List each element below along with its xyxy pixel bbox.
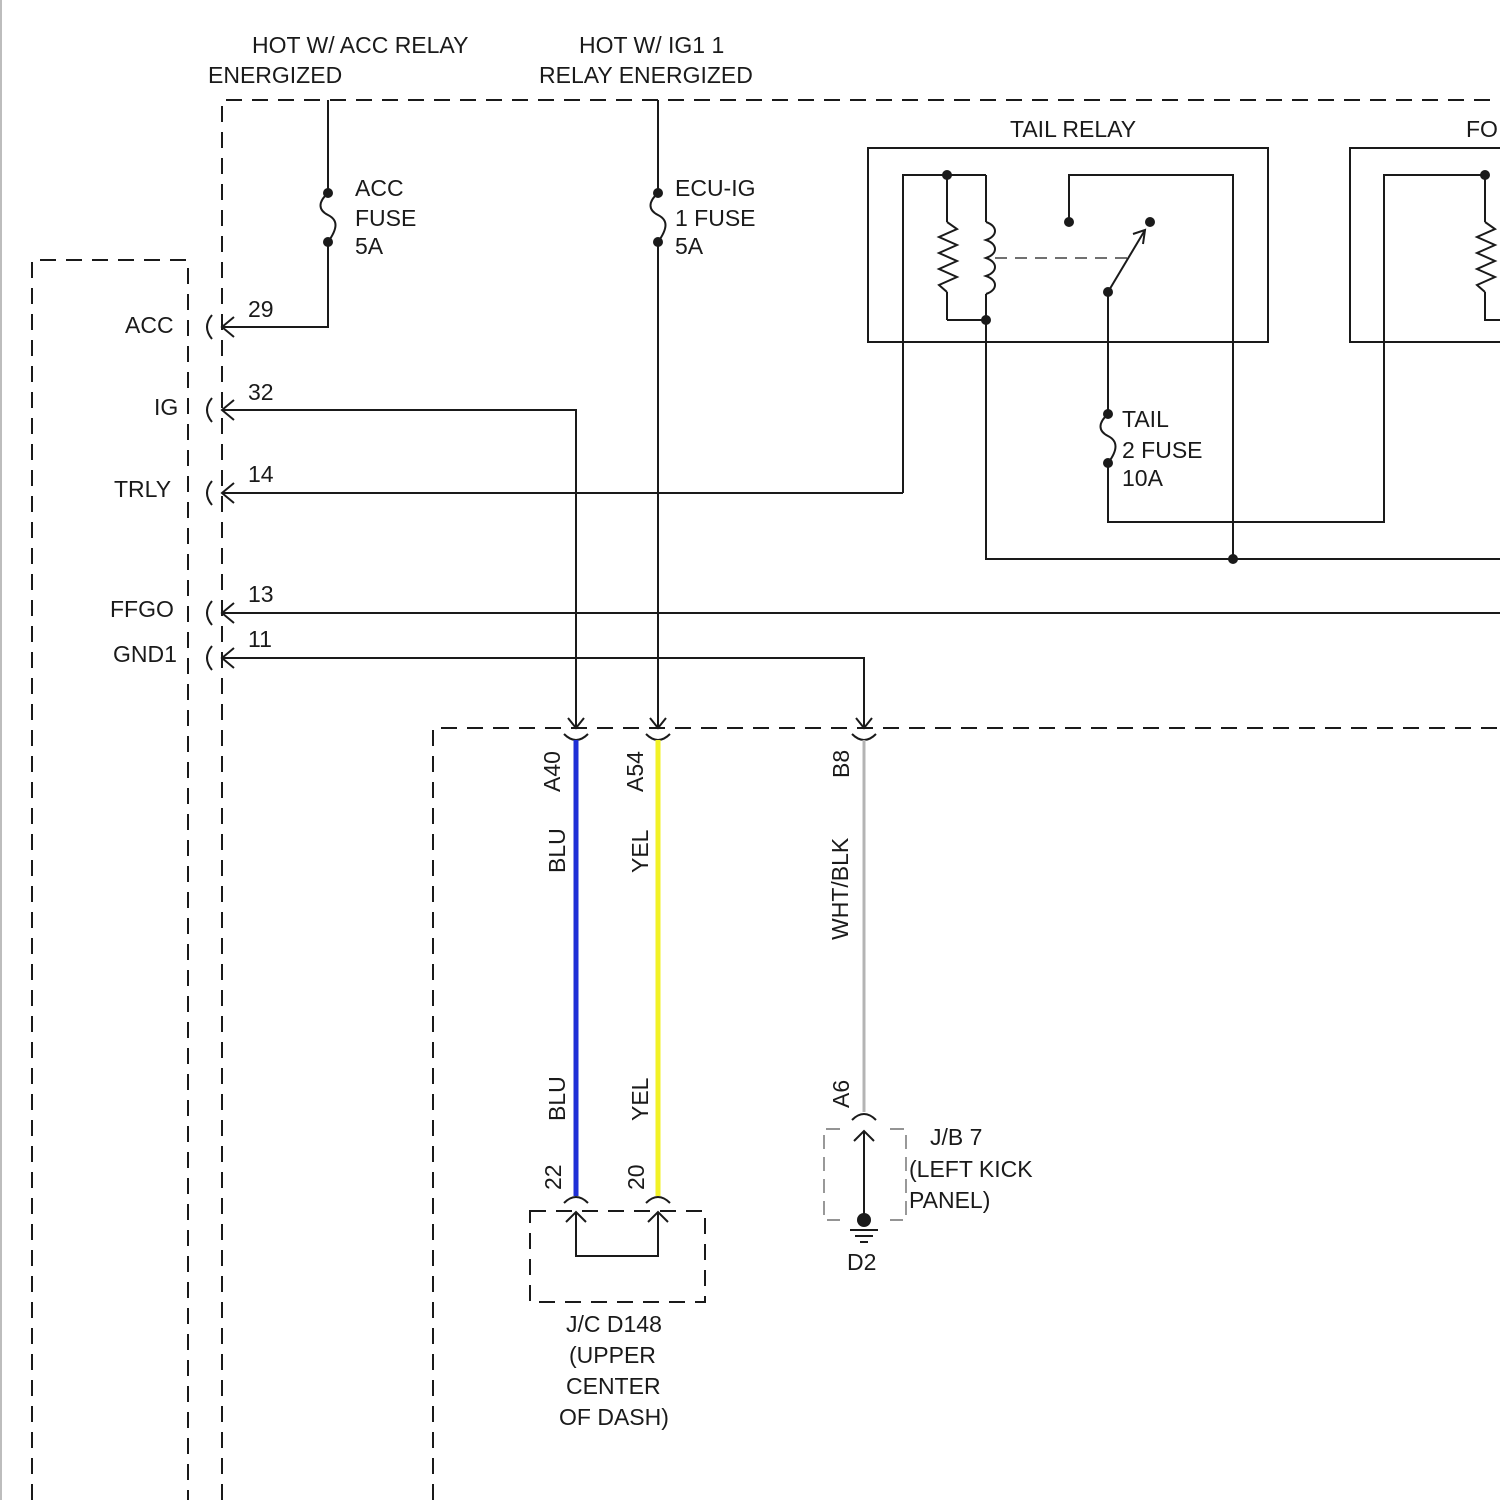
ecu-pin-trly: [207, 481, 903, 505]
ecu-ig-fuse: [650, 100, 666, 728]
ecu-pin-number-11: 11: [248, 626, 272, 652]
wire-label-blu-bottom: BLU: [544, 1076, 570, 1121]
wire-label-yel-top: YEL: [627, 829, 653, 873]
wire-label-yel-bottom: YEL: [627, 1077, 653, 1121]
acc-fuse: [222, 100, 336, 327]
connector-pin-20: 20: [623, 1164, 649, 1190]
ig1-relay-label-1: HOT W/ IG1 1: [579, 32, 724, 58]
acc-fuse-label-3: 5A: [355, 233, 384, 259]
ecu-boundary-inner: [222, 100, 1500, 1500]
junction-connector-d148: [530, 1197, 705, 1302]
ecu-pin-ig: [207, 398, 584, 728]
wire-label-wht-blk: WHT/BLK: [827, 837, 853, 940]
ecu-pin-label-acc: ACC: [125, 312, 174, 338]
partial-relay: [1350, 148, 1500, 342]
ground-icon: [850, 1230, 878, 1242]
tail2-fuse-label-2: 2 FUSE: [1122, 437, 1203, 463]
jb-label-1: J/B 7: [930, 1124, 982, 1150]
ecu-pin-label-gnd1: GND1: [113, 641, 177, 667]
acc-fuse-label-1: ACC: [355, 175, 404, 201]
ecu-ig-fuse-label-1: ECU-IG: [675, 175, 756, 201]
ecu-pin-number-14: 14: [248, 461, 274, 487]
ecu-pin-number-13: 13: [248, 581, 274, 607]
jc-label-4: OF DASH): [559, 1404, 669, 1430]
tail-relay-label: TAIL RELAY: [1010, 116, 1136, 142]
ecu-pin-label-ig: IG: [154, 394, 178, 420]
acc-fuse-label-2: FUSE: [355, 205, 416, 231]
acc-relay-label-1: HOT W/ ACC RELAY: [252, 32, 468, 58]
ecu-pin-gnd1: [207, 646, 872, 728]
jb-label-3: PANEL): [909, 1187, 990, 1213]
tail2-fuse-label-3: 10A: [1122, 465, 1164, 491]
ground-label: D2: [847, 1249, 876, 1275]
connector-a54: A54: [622, 751, 648, 792]
jc-label-1: J/C D148: [566, 1311, 662, 1337]
ecu-boundary-outer: [32, 260, 188, 1500]
ig1-relay-label-2: RELAY ENERGIZED: [539, 62, 753, 88]
jc-label-2: (UPPER: [569, 1342, 656, 1368]
ecu-pin-label-ffgo: FFGO: [110, 596, 174, 622]
ecu-ig-fuse-label-2: 1 FUSE: [675, 205, 756, 231]
ecu-pin-number-32: 32: [248, 379, 274, 405]
connector-a40: A40: [539, 751, 565, 792]
ecu-ig-fuse-label-3: 5A: [675, 233, 704, 259]
connector-sockets: [564, 734, 876, 740]
connector-b8: B8: [828, 750, 854, 778]
ecu-pin-label-trly: TRLY: [114, 476, 171, 502]
tail-relay: [868, 148, 1500, 564]
ecu-pin-ffgo: [207, 601, 1500, 625]
connector-a6: A6: [828, 1080, 854, 1108]
connector-pin-22: 22: [540, 1164, 566, 1190]
wire-label-blu-top: BLU: [544, 828, 570, 873]
jb-label-2: (LEFT KICK: [909, 1156, 1033, 1182]
tail2-fuse-label-1: TAIL: [1122, 406, 1169, 432]
ecu-pin-number-29: 29: [248, 296, 274, 322]
jc-label-3: CENTER: [566, 1373, 661, 1399]
partial-relay-label: FO: [1466, 116, 1498, 142]
junction-block-7: [824, 1114, 906, 1227]
acc-relay-label-2: ENERGIZED: [208, 62, 342, 88]
